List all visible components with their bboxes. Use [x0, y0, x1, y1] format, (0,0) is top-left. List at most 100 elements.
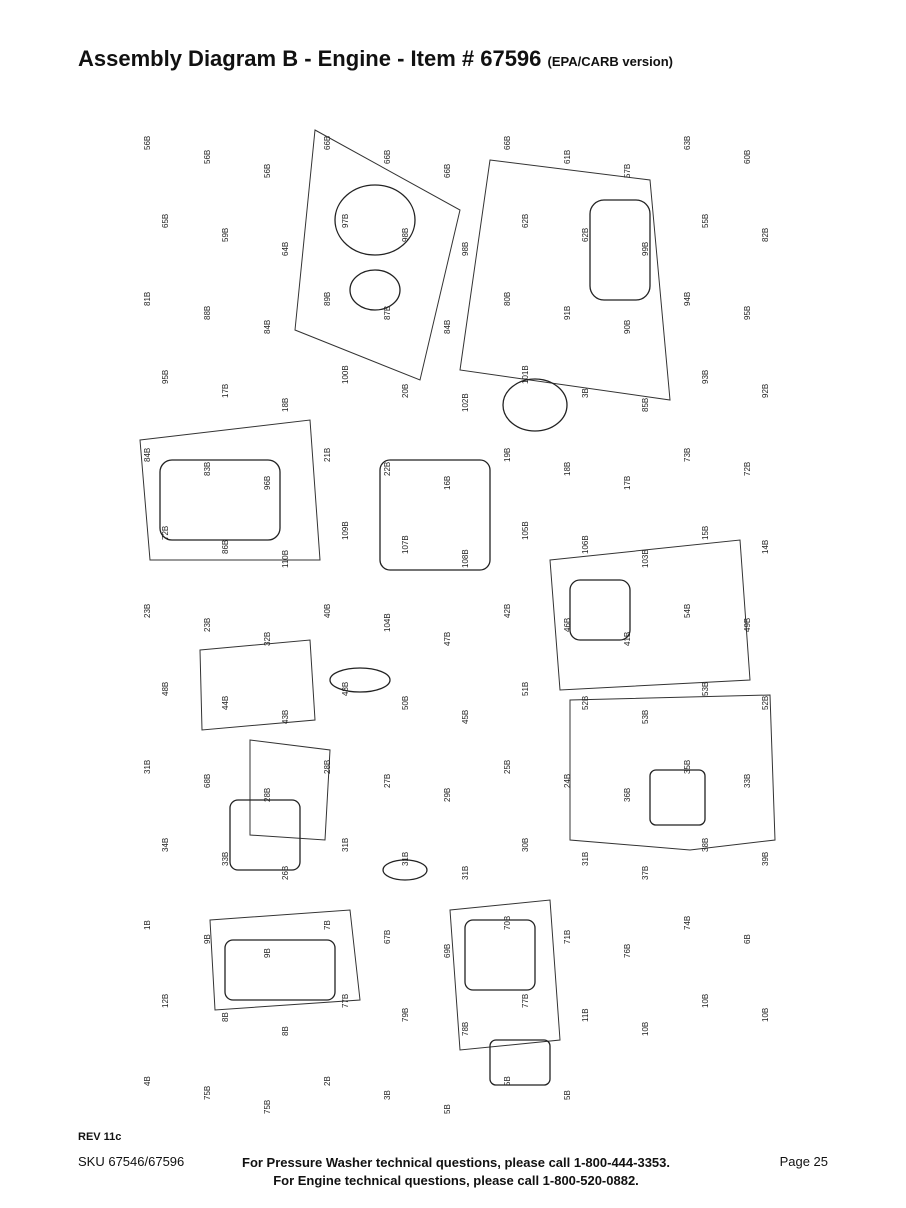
callout-95: 24B — [563, 774, 572, 788]
callout-22: 81B — [143, 292, 152, 306]
callout-107: 37B — [641, 866, 650, 880]
cylinder-head-group — [449, 899, 561, 1051]
callout-49: 16B — [443, 476, 452, 490]
callout-135: 2B — [323, 1076, 332, 1086]
callout-47: 21B — [323, 448, 332, 462]
callout-122: 8B — [221, 1012, 230, 1022]
valve-cover — [489, 1039, 551, 1086]
callout-33: 95B — [161, 370, 170, 384]
callout-133: 75B — [203, 1086, 212, 1100]
callout-83: 51B — [521, 682, 530, 696]
callout-74: 41B — [623, 632, 632, 646]
callout-30: 90B — [623, 320, 632, 334]
callout-63: 103B — [641, 549, 650, 568]
callout-106: 31B — [581, 852, 590, 866]
callout-114: 67B — [383, 930, 392, 944]
callout-89: 68B — [203, 774, 212, 788]
callout-17: 62B — [521, 214, 530, 228]
callout-103: 31B — [401, 852, 410, 866]
callout-87: 52B — [761, 696, 770, 710]
callout-3: 66B — [323, 136, 332, 150]
callout-129: 10B — [641, 1022, 650, 1036]
callout-7: 61B — [563, 150, 572, 164]
callout-19: 99B — [641, 242, 650, 256]
callout-52: 17B — [623, 476, 632, 490]
callout-113: 7B — [323, 920, 332, 930]
callout-134: 75B — [263, 1100, 272, 1114]
callout-139: 5B — [563, 1090, 572, 1100]
callout-92: 27B — [383, 774, 392, 788]
callout-11: 65B — [161, 214, 170, 228]
callout-4: 66B — [383, 150, 392, 164]
callout-78: 44B — [221, 696, 230, 710]
callout-45: 83B — [203, 462, 212, 476]
callout-0: 56B — [143, 136, 152, 150]
footer-line-2: For Engine technical questions, please c… — [273, 1173, 639, 1188]
callout-21: 82B — [761, 228, 770, 242]
callout-37: 20B — [401, 384, 410, 398]
callout-46: 96B — [263, 476, 272, 490]
callout-118: 76B — [623, 944, 632, 958]
callout-24: 84B — [263, 320, 272, 334]
callout-79: 43B — [281, 710, 290, 724]
callout-80: 48B — [341, 682, 350, 696]
callout-62: 106B — [581, 535, 590, 554]
callout-132: 4B — [143, 1076, 152, 1086]
piston — [382, 859, 428, 881]
callout-121: 12B — [161, 994, 170, 1008]
callout-66: 23B — [143, 604, 152, 618]
callout-40: 3B — [581, 388, 590, 398]
recoil-pulley — [349, 269, 401, 311]
page-title: Assembly Diagram B - Engine - Item # 675… — [78, 46, 673, 72]
engine-block — [379, 459, 491, 571]
callout-90: 28B — [263, 788, 272, 802]
callout-10: 60B — [743, 150, 752, 164]
callout-55: 72B — [161, 526, 170, 540]
callout-38: 102B — [461, 393, 470, 412]
callout-137: 5B — [443, 1104, 452, 1114]
callout-42: 93B — [701, 370, 710, 384]
callout-39: 101B — [521, 365, 530, 384]
footer-sku: SKU 67546/67596 — [78, 1154, 185, 1169]
governor-group — [199, 639, 316, 731]
fan-housing-group — [459, 159, 671, 401]
callout-34: 17B — [221, 384, 230, 398]
callout-36: 100B — [341, 365, 350, 384]
callout-57: 110B — [281, 550, 290, 568]
exhaust-heat-shield-group — [209, 909, 361, 1011]
callout-131: 10B — [761, 1008, 770, 1022]
callout-85: 53B — [641, 710, 650, 724]
callout-44: 84B — [143, 448, 152, 462]
callout-115: 69B — [443, 944, 452, 958]
carburetor-body — [649, 769, 706, 826]
callout-127: 77B — [521, 994, 530, 1008]
revision-label: REV 11c — [78, 1131, 122, 1143]
muffler-group — [139, 419, 321, 561]
recoil-starter-group — [294, 129, 461, 381]
diagram-svg: 56B56B56B66B66B66B66B61B57B63B60B65B59B6… — [139, 129, 776, 1114]
air-filter-group — [549, 539, 751, 691]
fan-shroud — [589, 199, 651, 301]
air-filter-housing — [569, 579, 631, 641]
callout-125: 79B — [401, 1008, 410, 1022]
crankcase-cover-group — [249, 739, 331, 841]
callout-76: 49B — [743, 618, 752, 632]
callout-14: 97B — [341, 214, 350, 228]
title-subtitle: (EPA/CARB version) — [547, 54, 673, 69]
callout-32: 95B — [743, 306, 752, 320]
callout-120: 6B — [743, 934, 752, 944]
cylinder-head — [464, 919, 536, 991]
callout-12: 59B — [221, 228, 230, 242]
callout-99: 34B — [161, 838, 170, 852]
group-outlines — [139, 129, 776, 1051]
callout-61: 105B — [521, 521, 530, 540]
carburetor-group — [569, 694, 776, 851]
callout-102: 31B — [341, 838, 350, 852]
callout-75: 54B — [683, 604, 692, 618]
recoil-cover — [334, 184, 416, 256]
callout-81: 50B — [401, 696, 410, 710]
callout-5: 66B — [443, 164, 452, 178]
callout-2: 56B — [263, 164, 272, 178]
callout-91: 28B — [323, 760, 332, 774]
